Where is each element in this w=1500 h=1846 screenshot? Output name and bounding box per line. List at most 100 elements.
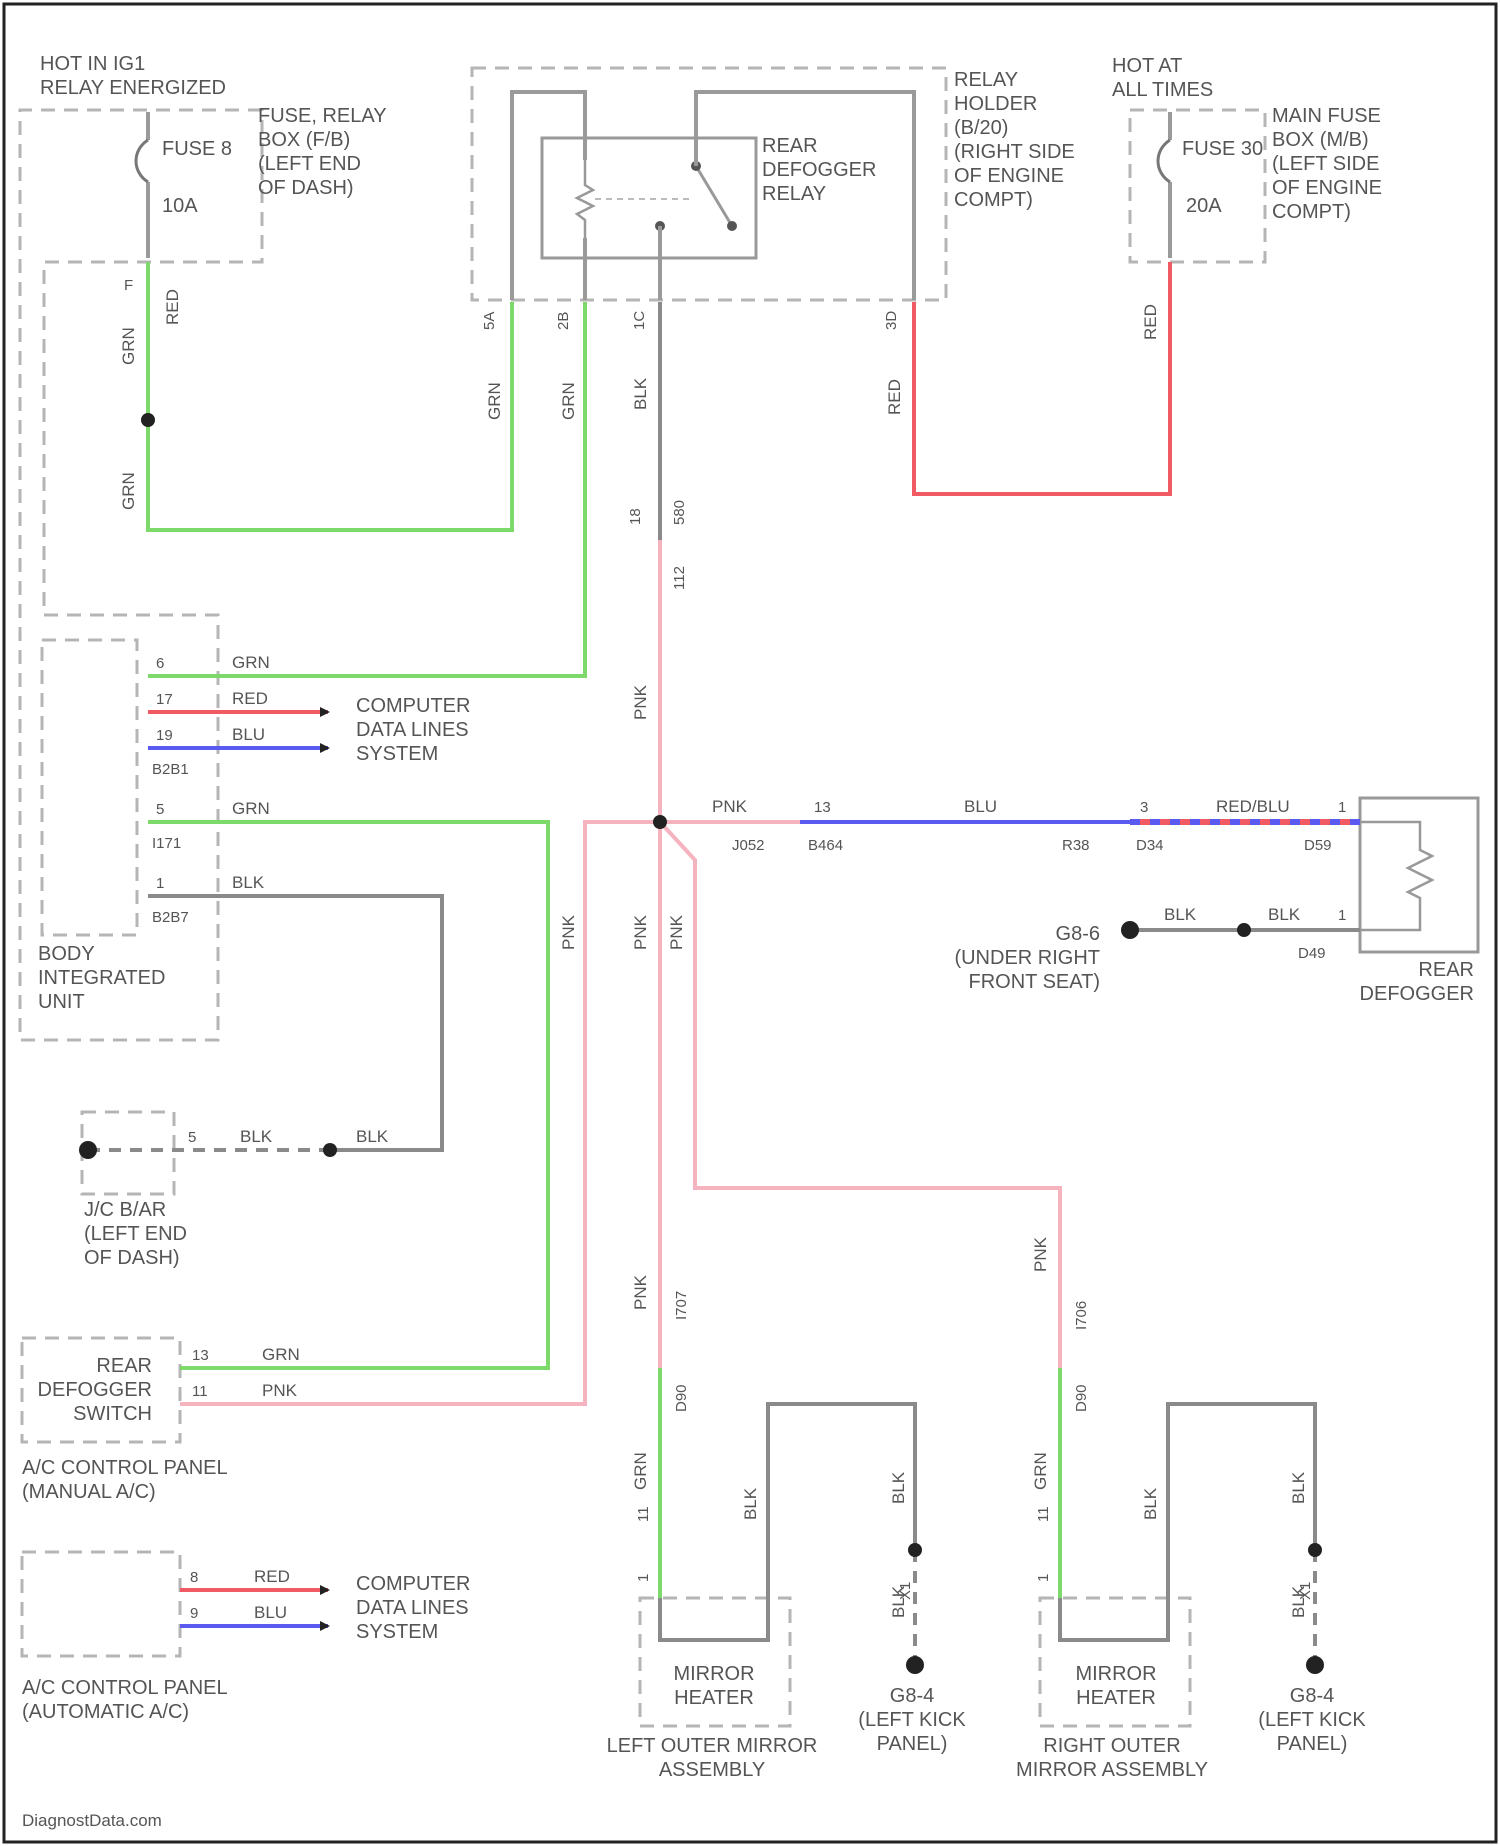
wl-blk-ml2: BLK <box>889 1471 908 1504</box>
label-fuse30-amp: 20A <box>1186 195 1222 217</box>
relay-switch-contact <box>727 221 737 231</box>
label-rear-defogger-relay: REARDEFOGGERRELAY <box>762 135 876 205</box>
wl-blk-jc2: BLK <box>356 1127 389 1146</box>
pin-p-1b: 1 <box>1338 907 1346 924</box>
pin-r-1c: 1C <box>631 311 648 330</box>
wire-grn-biu-relay <box>148 302 585 676</box>
pin-m-11: 11 <box>635 1506 652 1522</box>
ground-g4-right <box>1306 1656 1324 1674</box>
wl-pnk-r: PNK <box>1031 1236 1050 1272</box>
pin-ac-8: 8 <box>190 1569 198 1586</box>
wl-grn-biu2: GRN <box>232 799 270 818</box>
wl-blk-ml1: BLK <box>741 1487 760 1520</box>
fuse-relay-box-outline <box>20 110 262 1040</box>
pin-r-2b: 2B <box>555 312 572 330</box>
wire-grn-fuse8-relay <box>148 262 512 530</box>
pin-r-5a: 5A <box>481 312 498 330</box>
splice-blk-jc <box>323 1143 337 1157</box>
wl-grn-c: GRN <box>485 382 504 420</box>
wl-blk-g6a: BLK <box>1164 905 1197 924</box>
wl-blk-mr2: BLK <box>1289 1471 1308 1504</box>
pin-biu-conn2: I171 <box>152 835 181 852</box>
wl-grn-d: GRN <box>559 382 578 420</box>
splice-blk-g6 <box>1237 923 1251 937</box>
left-mirror-heater-element <box>660 1598 768 1640</box>
ground-g6 <box>1121 921 1139 939</box>
pin-jc: 5 <box>188 1129 196 1146</box>
pin-m-1b: 1 <box>1035 1574 1052 1582</box>
pin-labels: F 5A 2B 1C 3D 18 580 112 6 17 19 B2B1 5 … <box>124 277 1346 1622</box>
label-fuse30: FUSE 30 <box>1182 138 1263 160</box>
wl-red-r: RED <box>885 379 904 415</box>
pin-biu-4: 5 <box>156 801 164 818</box>
pin-c-112: 112 <box>671 566 688 590</box>
wires <box>88 92 1360 1665</box>
label-fuse-relay-box: FUSE, RELAYBOX (F/B)(LEFT ENDOF DASH) <box>258 105 387 199</box>
pin-biu-1: 6 <box>156 655 164 672</box>
wire-grn-biu-switch <box>148 822 548 1368</box>
label-fuse8-amp: 10A <box>162 195 198 217</box>
pin-p-d90b: D90 <box>1073 1384 1090 1412</box>
wl-blk-g6b: BLK <box>1268 905 1301 924</box>
right-mirror-heater-element <box>1060 1598 1168 1640</box>
label-relay-holder: RELAYHOLDER(B/20)(RIGHT SIDEOF ENGINECOM… <box>954 69 1075 211</box>
wl-blk-ml3: BLK <box>889 1585 908 1618</box>
pin-r-3d: 3D <box>883 311 900 330</box>
wl-red-f30: RED <box>1141 304 1160 340</box>
pin-p-13: 13 <box>814 799 831 816</box>
pin-biu-5: 1 <box>156 875 164 892</box>
wl-blu-main: BLU <box>964 797 997 816</box>
wl-pnk-4: PNK <box>667 914 686 950</box>
pin-p-d34: D34 <box>1136 837 1164 854</box>
wl-pnk-sw: PNK <box>262 1381 298 1400</box>
nodes <box>79 413 1324 1674</box>
wl-redblu: RED/BLU <box>1216 797 1290 816</box>
ground-jc-bar <box>79 1141 97 1159</box>
wl-grn-ml: GRN <box>631 1452 650 1490</box>
wl-pnk-l: PNK <box>631 1274 650 1310</box>
pin-ac-9: 9 <box>190 1605 198 1622</box>
ac-automatic-outline <box>22 1552 180 1656</box>
rear-defogger-element <box>1360 822 1432 930</box>
pin-c-18: 18 <box>627 508 644 525</box>
wire-blk-biu-jc <box>148 896 442 1150</box>
main-fuse-box-outline <box>1130 110 1265 262</box>
wl-red-ac: RED <box>254 1567 290 1586</box>
label-watermark: DiagnostData.com <box>22 1811 162 1830</box>
pin-sw-13: 13 <box>192 1347 209 1364</box>
wl-red-f8: RED <box>163 289 182 325</box>
relay-coil <box>577 160 593 238</box>
splice-blk-right <box>1308 1543 1322 1557</box>
wl-blk-mr1: BLK <box>1141 1487 1160 1520</box>
wl-pnk-3: PNK <box>631 914 650 950</box>
label-ac-automatic: A/C CONTROL PANEL(AUTOMATIC A/C) <box>22 1677 228 1723</box>
component-labels: HOT IN IG1RELAY ENERGIZED FUSE, RELAYBOX… <box>22 53 1474 1830</box>
pin-c-580: 580 <box>671 500 688 525</box>
pin-p-d49: D49 <box>1298 945 1326 962</box>
pin-m-1: 1 <box>635 1574 652 1582</box>
pin-biu-2: 17 <box>156 691 173 708</box>
pin-fuse8-term: F <box>124 277 133 294</box>
relay-switch-arm <box>696 166 732 226</box>
pin-p-3: 3 <box>1140 799 1148 816</box>
pin-p-b464: B464 <box>808 837 843 854</box>
label-ac-manual: A/C CONTROL PANEL(MANUAL A/C) <box>22 1457 228 1503</box>
wl-blu-ac: BLU <box>254 1603 287 1622</box>
wl-grn-a: GRN <box>119 327 138 365</box>
pin-p-1: 1 <box>1338 799 1346 816</box>
splice-blk-left <box>908 1543 922 1557</box>
pin-p-706: I706 <box>1073 1301 1090 1330</box>
wl-blu-biu: BLU <box>232 725 265 744</box>
wire-pnk-switch <box>180 822 660 1404</box>
pin-biu-conn3: B2B7 <box>152 909 189 926</box>
